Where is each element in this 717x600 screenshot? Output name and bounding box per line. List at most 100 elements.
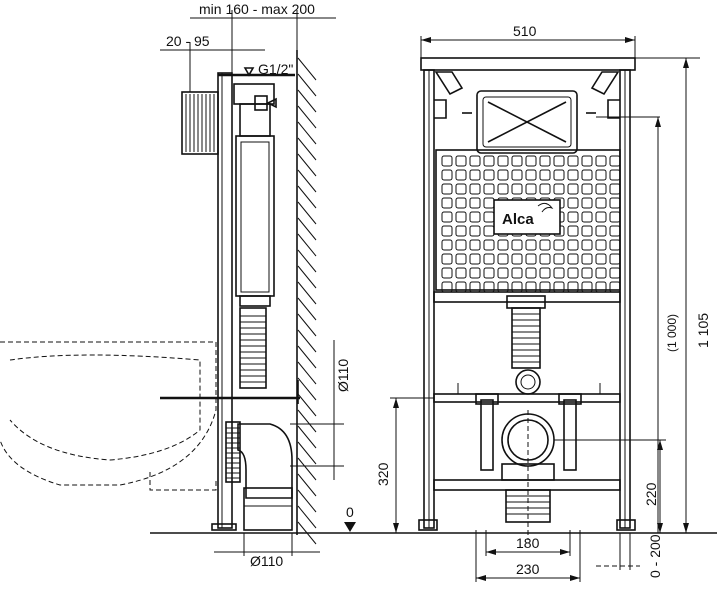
grid-cell bbox=[483, 225, 495, 237]
front-flush-plate bbox=[462, 90, 596, 154]
grid-cell bbox=[497, 253, 509, 265]
side-flush-plate bbox=[181, 91, 219, 155]
side-drain-elbow bbox=[237, 423, 293, 499]
grid-cell bbox=[567, 239, 579, 251]
grid-cell bbox=[553, 267, 565, 279]
hatch-line bbox=[297, 441, 317, 465]
hatch-line bbox=[297, 457, 317, 481]
grid-cell bbox=[553, 253, 565, 265]
hatch-line bbox=[297, 377, 317, 401]
grid-cell bbox=[567, 169, 579, 181]
grid-cell bbox=[609, 239, 621, 251]
hatch-line bbox=[297, 105, 317, 129]
grid-cell bbox=[609, 197, 621, 209]
hatch-line bbox=[297, 89, 317, 113]
grid-cell bbox=[525, 155, 537, 167]
grid-cell bbox=[483, 169, 495, 181]
dim-drain-height-label: 320 bbox=[375, 462, 391, 486]
grid-cell bbox=[497, 155, 509, 167]
dim-bottom-diameter-label: Ø110 bbox=[250, 553, 283, 569]
grid-cell bbox=[455, 253, 467, 265]
grid-cell bbox=[469, 155, 481, 167]
brand-logo-box bbox=[493, 199, 561, 235]
dim-leg-adjust: 0 - 200 bbox=[596, 533, 663, 578]
grid-cell bbox=[441, 197, 453, 209]
grid-cell bbox=[483, 155, 495, 167]
grid-cell bbox=[483, 211, 495, 223]
hatch-line bbox=[297, 345, 317, 369]
grid-cell bbox=[581, 183, 593, 195]
hatch-line bbox=[297, 153, 317, 177]
dim-bottom-diameter: Ø110 bbox=[214, 533, 320, 569]
dim-frame-width: 510 bbox=[420, 23, 636, 58]
grid-cell bbox=[525, 183, 537, 195]
grid-cell bbox=[469, 253, 481, 265]
grid-cell bbox=[455, 239, 467, 251]
grid-cell bbox=[469, 211, 481, 223]
grid-cell bbox=[441, 155, 453, 167]
front-top-bar bbox=[420, 57, 636, 71]
grid-cell bbox=[441, 225, 453, 237]
grid-cell bbox=[511, 183, 523, 195]
grid-cell bbox=[567, 155, 579, 167]
grid-cell bbox=[539, 155, 551, 167]
grid-cell bbox=[581, 267, 593, 279]
grid-cell bbox=[567, 253, 579, 265]
grid-cell bbox=[455, 183, 467, 195]
side-cistern bbox=[235, 135, 275, 297]
hatch-line bbox=[297, 233, 317, 257]
dim-drain-axis-label: 220 bbox=[643, 482, 659, 506]
hatch-line bbox=[297, 217, 317, 241]
hatch-line bbox=[297, 297, 317, 321]
front-view: Alca bbox=[375, 23, 711, 582]
grid-cell bbox=[595, 211, 607, 223]
dim-total-height-label: 1 105 bbox=[695, 313, 711, 348]
wall-hatching bbox=[296, 50, 317, 545]
grid-cell bbox=[441, 183, 453, 195]
toilet-bowl-outline bbox=[0, 341, 217, 486]
grid-cell bbox=[483, 197, 495, 209]
grid-cell bbox=[441, 239, 453, 251]
grid-cell bbox=[469, 183, 481, 195]
dim-pipe-offset: 20 - 95 bbox=[160, 33, 265, 92]
brand-logo: Alca bbox=[502, 211, 534, 228]
side-cistern-top bbox=[233, 83, 275, 105]
grid-cell bbox=[581, 225, 593, 237]
grid-cell bbox=[539, 169, 551, 181]
grid-cell bbox=[455, 169, 467, 181]
dim-inner-height-label: (1 000) bbox=[665, 314, 679, 352]
grid-cell bbox=[525, 267, 537, 279]
grid-cell bbox=[469, 169, 481, 181]
grid-cell bbox=[511, 155, 523, 167]
grid-cell bbox=[511, 239, 523, 251]
hatch-line bbox=[297, 201, 317, 225]
hatch-line bbox=[297, 473, 317, 497]
grid-cell bbox=[553, 183, 565, 195]
grid-cell bbox=[595, 169, 607, 181]
grid-cell bbox=[595, 183, 607, 195]
grid-cell bbox=[609, 225, 621, 237]
hatch-line bbox=[297, 73, 317, 97]
grid-cell bbox=[609, 169, 621, 181]
grid-cell bbox=[441, 267, 453, 279]
dim-wall-distance-label: min 160 - max 200 bbox=[199, 1, 315, 17]
grid-cell bbox=[595, 239, 607, 251]
hatch-line bbox=[297, 185, 317, 209]
grid-cell bbox=[455, 155, 467, 167]
grid-cell bbox=[511, 169, 523, 181]
grid-cell bbox=[581, 253, 593, 265]
grid-cell bbox=[469, 225, 481, 237]
grid-cell bbox=[595, 155, 607, 167]
hatch-line bbox=[297, 425, 317, 449]
dim-outer-span-label: 230 bbox=[516, 561, 540, 577]
grid-cell bbox=[553, 169, 565, 181]
thread-label: G1/2" bbox=[258, 61, 293, 77]
zero-level-marker: 0 bbox=[340, 504, 360, 534]
grid-cell bbox=[609, 253, 621, 265]
hatch-line bbox=[297, 313, 317, 337]
hatch-line bbox=[297, 489, 317, 513]
hatch-line bbox=[297, 361, 317, 385]
hatch-line bbox=[297, 281, 317, 305]
